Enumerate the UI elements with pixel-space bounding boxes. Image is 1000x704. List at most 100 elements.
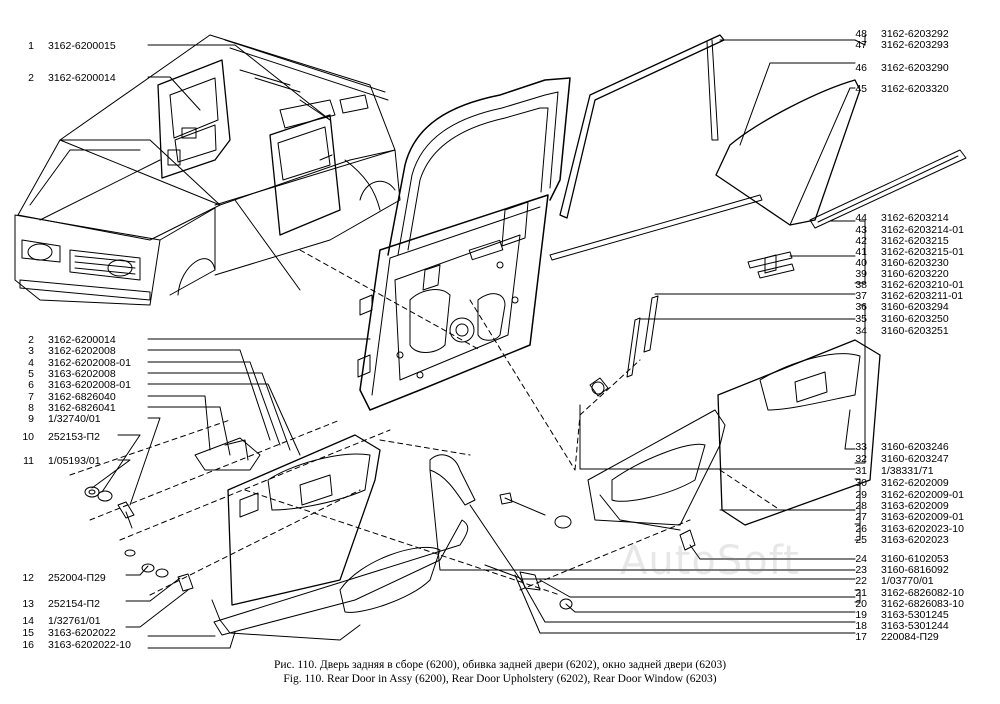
right-callout-24: 24 3160-6102053 [845, 553, 949, 565]
caption-russian: Рис. 110. Дверь задняя в сборе (6200), о… [273, 659, 727, 671]
left-callout-4: 4 3162-6202008-01 [12, 357, 131, 369]
right-callout-37: 37 3162-6203211-01 [845, 290, 963, 302]
part-number: 3162-6203292 [881, 28, 949, 40]
callout-number: 23 [855, 564, 867, 576]
part-number: 3162-6203293 [881, 39, 949, 51]
callout-number: 44 [855, 212, 867, 224]
callout-number: 13 [22, 598, 34, 610]
part-number: 3162-6200014 [48, 334, 116, 346]
part-number: 3163-5301244 [881, 620, 949, 632]
part-number: 3163-5301245 [881, 609, 949, 621]
right-callout-25: 25 3163-6202023 [845, 534, 949, 546]
part-number: 3162-6826082-10 [881, 587, 964, 599]
callout-number: 21 [855, 587, 867, 599]
callout-number: 24 [855, 553, 867, 565]
right-callout-30: 30 3162-6202009 [845, 477, 949, 489]
callout-number: 28 [855, 500, 867, 512]
part-number: 1/32761/01 [48, 615, 101, 627]
part-number: 3162-6203211-01 [881, 290, 964, 302]
part-number: 3162-6203214-01 [881, 224, 964, 236]
callout-number: 33 [855, 441, 867, 453]
part-number: 3163-6202023-10 [881, 523, 964, 535]
left-callout-9: 9 1/32740/01 [12, 413, 101, 425]
part-number: 3162-6203210-01 [881, 279, 964, 291]
vehicle-illustration [14, 34, 401, 306]
part-number: 3162-6202009 [881, 477, 949, 489]
leader-lines-left [91, 44, 371, 649]
callout-number: 30 [855, 477, 867, 489]
callout-number: 31 [855, 465, 867, 477]
callout-number: 20 [855, 598, 867, 610]
right-callout-46: 46 3162-6203290 [845, 62, 949, 74]
callout-number: 46 [855, 62, 867, 74]
callout-number: 14 [22, 615, 34, 627]
callout-number: 47 [855, 39, 867, 51]
part-number: 3163-6202009 [881, 500, 949, 512]
part-number: 252154-П2 [48, 598, 100, 610]
right-callout-44: 44 3162-6203214 [845, 212, 949, 224]
part-number: 3162-6203215-01 [881, 246, 964, 258]
callout-number: 38 [855, 279, 867, 291]
callout-number: 40 [855, 257, 867, 269]
watermark-text: AutoSoft [620, 538, 800, 584]
callout-number: 36 [855, 301, 867, 313]
left-callout-10: 10 252153-П2 [12, 431, 100, 443]
part-number: 3160-6102053 [881, 553, 949, 565]
part-number: 1/32740/01 [48, 413, 101, 425]
callout-number: 15 [22, 627, 34, 639]
left-callout-7: 7 3162-6826040 [12, 391, 116, 403]
part-number: 3162-6826041 [48, 402, 116, 414]
part-number: 3162-6826040 [48, 391, 116, 403]
callout-number: 16 [22, 639, 34, 651]
callout-number: 37 [855, 290, 867, 302]
part-number: 3162-6203290 [881, 62, 949, 74]
right-callout-23: 23 3160-6816092 [845, 564, 949, 576]
right-callout-47: 47 3162-6203293 [845, 39, 949, 51]
callout-number: 7 [28, 391, 34, 403]
part-number: 3163-6202023 [881, 534, 949, 546]
part-number: 3162-6203214 [881, 212, 949, 224]
callout-number: 4 [28, 357, 34, 369]
left-callout-14: 14 1/32761/01 [12, 615, 101, 627]
part-number: 3162-6202008-01 [48, 357, 131, 369]
right-callout-32: 32 3160-6203247 [845, 453, 949, 465]
callout-number: 9 [28, 413, 34, 425]
callout-number: 19 [855, 609, 867, 621]
left-callout-13: 13 252154-П2 [12, 598, 100, 610]
assembly-guides [69, 249, 781, 596]
callout-number: 32 [855, 453, 867, 465]
callout-number: 39 [855, 268, 867, 280]
part-number: 252153-П2 [48, 431, 100, 443]
callout-number: 26 [855, 523, 867, 535]
callout-number: 10 [22, 431, 34, 443]
callout-number: 8 [28, 402, 34, 414]
part-number: 3160-6203250 [881, 313, 949, 325]
callout-number: 25 [855, 534, 867, 546]
callout-number: 45 [855, 83, 867, 95]
part-number: 1/38331/71 [881, 465, 934, 477]
callout-number: 22 [855, 575, 867, 587]
callout-number: 12 [22, 572, 34, 584]
part-number: 3160-6816092 [881, 564, 949, 576]
part-number: 3160-6203247 [881, 453, 949, 465]
